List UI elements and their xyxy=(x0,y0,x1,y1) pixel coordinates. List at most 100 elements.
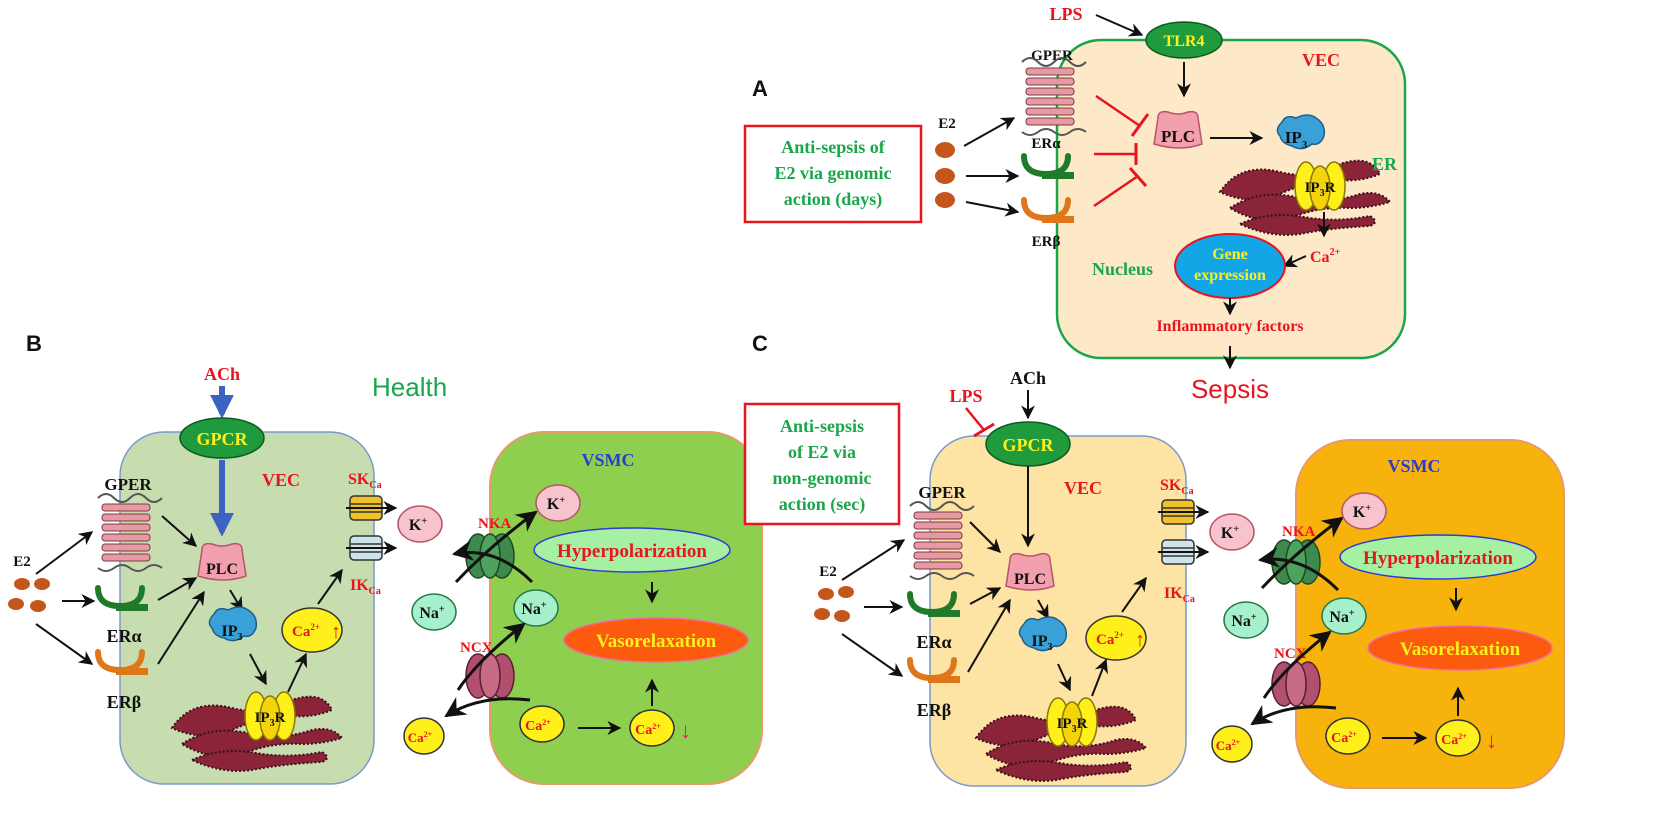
panel-c-plc-label: PLC xyxy=(1014,571,1046,588)
panel-b-ca-ion-out-label: Ca2+ xyxy=(408,730,433,745)
panel-c-er-beta-label: ERβ xyxy=(917,700,952,720)
panel-b-k-ion-in-label: K+ xyxy=(547,495,565,513)
panel-c-k-ion-in xyxy=(1341,492,1387,530)
panel-c-caption-line-2: of E2 via xyxy=(788,442,856,462)
panel-b-k-ion-in xyxy=(535,484,581,522)
tlr4-label: TLR4 xyxy=(1164,33,1205,50)
tlr4-receptor xyxy=(1145,21,1223,59)
panel-b-na-ion-in-label: Na+ xyxy=(521,600,547,618)
panel-b-ca-ion-out xyxy=(403,717,445,755)
panel-a-vec-label: VEC xyxy=(1302,50,1340,70)
panel-c-k-ion-out-label: K+ xyxy=(1221,524,1239,542)
panel-a: A Anti-sepsis of E2 via genomic action (… xyxy=(743,4,1407,404)
panel-c-e2-molecule-1 xyxy=(818,588,834,600)
panel-c-ikca-label: IKCa xyxy=(1164,585,1195,605)
panel-b-ca-ion-decreased xyxy=(629,709,675,747)
panel-a-ca-label: Ca2+ xyxy=(1310,247,1341,266)
panel-b-e2-molecule-4 xyxy=(30,600,46,612)
panel-c-e2-label: E2 xyxy=(819,564,837,580)
panel-b-ikca-label: IKCa xyxy=(350,577,381,597)
panel-a-ip3r-channel xyxy=(1294,161,1346,211)
panel-a-er-alpha-label: ERα xyxy=(1031,136,1061,152)
panel-b-er-beta-label: ERβ xyxy=(107,692,142,712)
panel-c-ca-ion-out-label: Ca2+ xyxy=(1216,738,1241,753)
panel-b-e2-molecule-2 xyxy=(34,578,50,590)
panel-b-gpcr-label: GPCR xyxy=(197,429,249,449)
panel-a-letter: A xyxy=(752,76,768,101)
panel-b-hyperpolarization xyxy=(533,527,731,573)
panel-a-ip3-label: IP3 xyxy=(1285,128,1308,151)
panel-a-caption-line-1: Anti-sepsis of xyxy=(781,137,886,157)
panel-c-caption-line-3: non-genomic xyxy=(773,468,872,488)
panel-a-lps-label: LPS xyxy=(1049,4,1082,24)
panel-a-gper-label: GPER xyxy=(1031,48,1073,64)
panel-b-ach-label: ACh xyxy=(204,364,240,384)
panel-c-na-ion-in-label: Na+ xyxy=(1329,608,1355,626)
panel-c-ca-ion-decreased-label: Ca2+ xyxy=(1441,732,1467,748)
panel-b-vec-label: VEC xyxy=(262,470,300,490)
panel-c-ca-increase-arrow-icon: ↑ xyxy=(1135,629,1145,651)
nucleus-label: Nucleus xyxy=(1092,259,1153,279)
panel-a-er-alpha-receptor xyxy=(1024,156,1074,179)
panel-c-ip3r-label: IP3R xyxy=(1057,716,1088,735)
panel-c-vsmc-label: VSMC xyxy=(1388,456,1441,476)
panel-c-ip3-label: IP3 xyxy=(1032,633,1053,653)
panel-c-e2-molecule-2 xyxy=(838,586,854,598)
panel-b-skca-label: SKCa xyxy=(348,471,382,491)
panel-b-e2-molecule-1 xyxy=(14,578,30,590)
panel-b-ip3r-label: IP3R xyxy=(255,710,286,729)
panel-b-nka-label: NKA xyxy=(478,516,512,532)
panel-b-ncx-exchanger xyxy=(465,653,515,699)
panel-b-ca-ion-vsmc-label: Ca2+ xyxy=(525,718,551,734)
panel-c-caption-line-4: action (sec) xyxy=(779,494,865,515)
panel-b-vasorelaxation-label: Vasorelaxation xyxy=(596,631,717,652)
panel-c-ca-ion-out xyxy=(1211,725,1253,763)
panel-b-na-ion-in xyxy=(513,589,559,627)
panel-a-e2-molecule-2 xyxy=(935,168,955,184)
panel-c-caption-line-1: Anti-sepsis xyxy=(780,416,864,436)
panel-b-k-ion-out xyxy=(397,505,443,543)
panel-c-letter: C xyxy=(752,331,768,356)
panel-a-caption-line-2: E2 via genomic xyxy=(775,163,892,183)
panel-a-caption-box xyxy=(743,124,923,224)
panel-c-ca-ion-vsmc xyxy=(1325,717,1371,755)
panel-b: B Health VEC ACh GPCR GPER E2 ERα ERβ PL… xyxy=(8,331,763,785)
panel-c-ca-cytosol xyxy=(1085,615,1147,661)
panel-c-nka-label: NKA xyxy=(1282,524,1316,540)
panel-c-k-ion-in-label: K+ xyxy=(1353,503,1371,521)
panel-c-ca-ion-vsmc-label: Ca2+ xyxy=(1331,730,1357,746)
panel-c-na-ion-out-label: Na+ xyxy=(1231,612,1257,630)
panel-c-ncx-exchanger xyxy=(1271,661,1321,707)
panel-a-er-beta-label: ERβ xyxy=(1032,234,1061,250)
panel-c-k-ion-out xyxy=(1209,513,1255,551)
panel-b-ncx-label: NCX xyxy=(460,640,493,656)
panel-b-gpcr-receptor xyxy=(179,417,265,459)
panel-c-ca-ion-decreased xyxy=(1435,719,1481,757)
panel-b-ca-decrease-arrow-icon: ↓ xyxy=(680,718,691,743)
panel-b-plc-label: PLC xyxy=(206,561,238,578)
panel-c: C Anti-sepsis of E2 via non-genomic acti… xyxy=(743,331,1565,789)
panel-a-ip3r-label: IP3R xyxy=(1305,180,1336,199)
nucleus xyxy=(1174,233,1286,299)
panel-c-skca-label: SKCa xyxy=(1160,477,1194,497)
health-label: Health xyxy=(372,372,447,402)
panel-c-vasorelaxation-label: Vasorelaxation xyxy=(1400,639,1521,660)
panel-c-ca-decrease-arrow-icon: ↓ xyxy=(1486,728,1497,753)
panel-c-ca-cytosol-label: Ca2+ xyxy=(1096,630,1124,648)
panel-b-ca-ion-vsmc xyxy=(519,705,565,743)
panel-a-e2-molecule-3 xyxy=(935,192,955,208)
panel-b-ca-ion-decreased-label: Ca2+ xyxy=(635,722,661,738)
panel-b-ca-cytosol-label: Ca2+ xyxy=(292,622,320,640)
panel-c-gpcr-label: GPCR xyxy=(1003,435,1055,455)
panel-c-caption-box xyxy=(743,402,901,526)
panel-c-ach-label: ACh xyxy=(1010,368,1046,388)
panel-a-e2-molecule-1 xyxy=(935,142,955,158)
inflammatory-factors-label: Inflammatory factors xyxy=(1156,318,1303,335)
panel-c-gper-label: GPER xyxy=(918,483,966,502)
panel-a-caption-line-3: action (days) xyxy=(784,189,883,210)
panel-b-hyperpolarization-label: Hyperpolarization xyxy=(557,541,707,562)
panel-b-ca-increase-arrow-icon: ↑ xyxy=(331,621,341,643)
panel-b-k-ion-out-label: K+ xyxy=(409,516,427,534)
gene-expression-line-2: expression xyxy=(1194,267,1266,284)
